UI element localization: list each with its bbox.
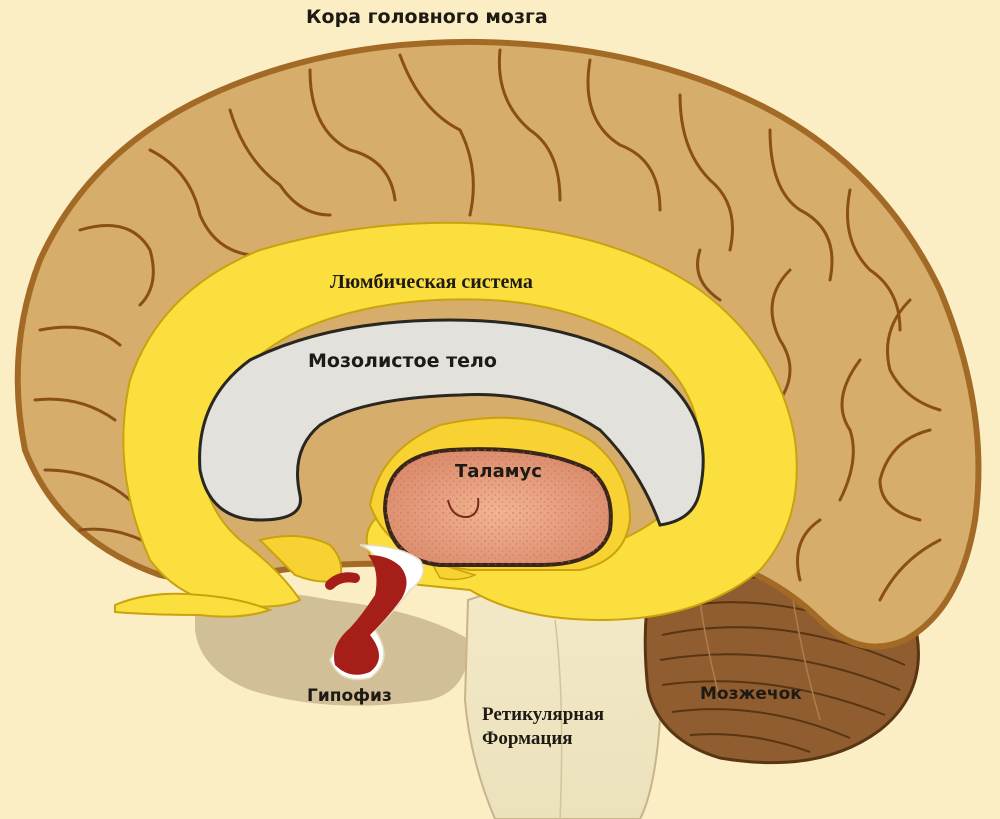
reticular-label-line-2: Формация bbox=[482, 728, 573, 749]
cortex-label: Кора головного мозга bbox=[306, 6, 548, 28]
hypothalamus-region bbox=[195, 592, 470, 706]
cerebellum-label: Мозжечок bbox=[700, 684, 802, 704]
thalamus bbox=[382, 447, 613, 567]
pituitary-gland bbox=[325, 544, 425, 681]
limbic-system-label: Люмбическая система bbox=[330, 271, 533, 293]
thalamus-label: Таламус bbox=[455, 461, 542, 482]
pituitary-label: Гипофиз bbox=[307, 686, 392, 706]
corpus-callosum bbox=[198, 318, 705, 527]
reticular-label-line-1: Ретикулярная bbox=[482, 704, 605, 725]
corpus-callosum-label: Мозолистое тело bbox=[308, 350, 497, 372]
reticular-formation-label: Ретикулярная Формация bbox=[482, 705, 604, 748]
